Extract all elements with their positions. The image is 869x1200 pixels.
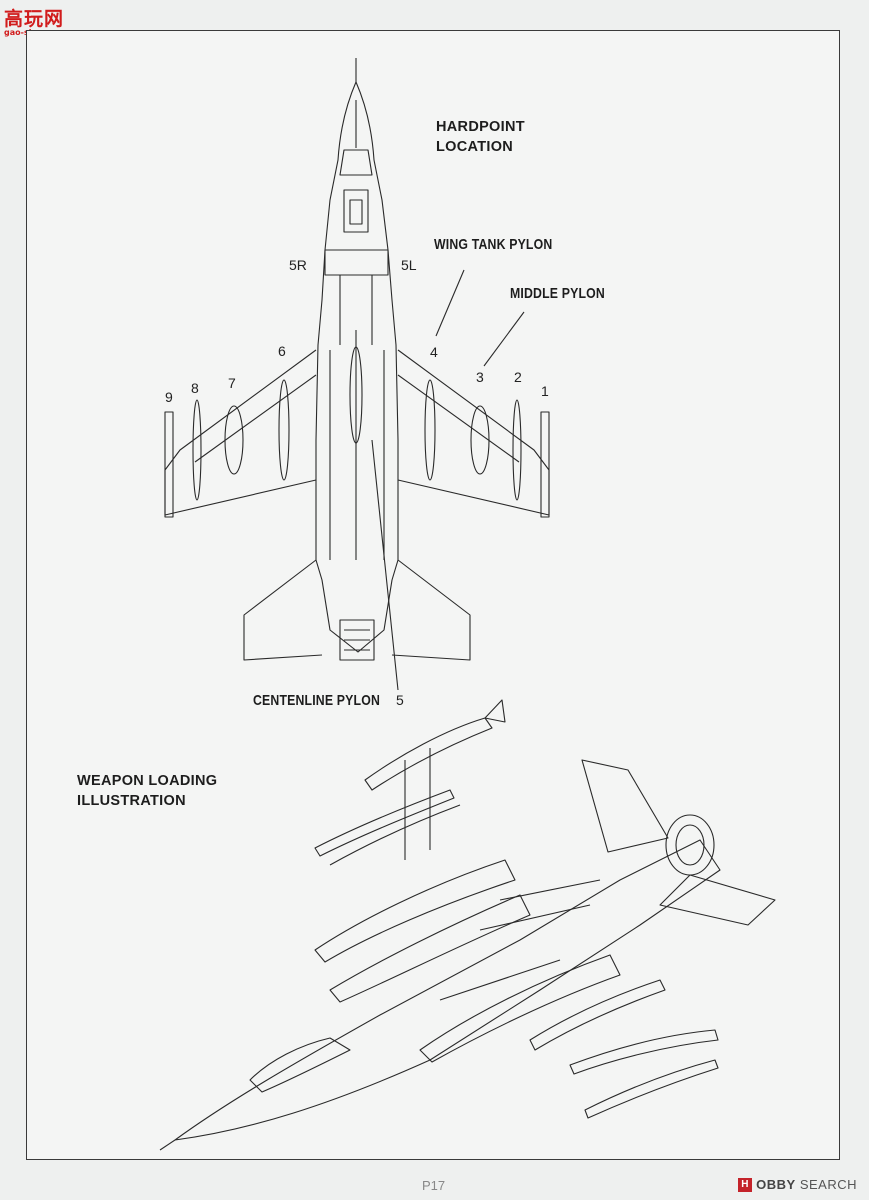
- middle-pylon-label: MIDDLE PYLON: [510, 285, 605, 302]
- weapon-loading-title-line1: WEAPON LOADING: [77, 773, 218, 789]
- station-4-label: 4: [430, 344, 438, 360]
- station-7-label: 7: [228, 375, 236, 391]
- page-frame: [26, 30, 840, 1160]
- hardpoint-title-line1: HARDPOINT: [436, 119, 525, 135]
- station-6-label: 6: [278, 343, 286, 359]
- centerline-pylon-label: CENTENLINE PYLON: [253, 692, 381, 709]
- station-5-label: 5: [396, 692, 404, 708]
- station-8-label: 8: [191, 380, 199, 396]
- top-view-aircraft-drawing: [164, 58, 550, 691]
- station-5r-label: 5R: [289, 257, 307, 273]
- brand-prefix: OBBY: [756, 1177, 796, 1192]
- page-number: P17: [422, 1178, 446, 1193]
- station-1-label: 1: [541, 383, 549, 399]
- station-5l-label: 5L: [401, 257, 417, 273]
- station-9-label: 9: [165, 389, 173, 405]
- hardpoint-title-line2: LOCATION: [436, 139, 514, 155]
- hobbysearch-brand: H OBBY SEARCH: [738, 1177, 857, 1192]
- brand-suffix: SEARCH: [799, 1177, 857, 1192]
- wing-tank-pylon-label: WING TANK PYLON: [434, 236, 553, 253]
- station-3-label: 3: [476, 369, 484, 385]
- station-2-label: 2: [514, 369, 522, 385]
- hobbysearch-logo-icon: H: [738, 1177, 753, 1192]
- logo-text: 高玩网: [4, 8, 65, 30]
- weapon-loading-aircraft-drawing: [159, 699, 776, 1151]
- weapon-loading-title-line2: ILLUSTRATION: [77, 793, 186, 809]
